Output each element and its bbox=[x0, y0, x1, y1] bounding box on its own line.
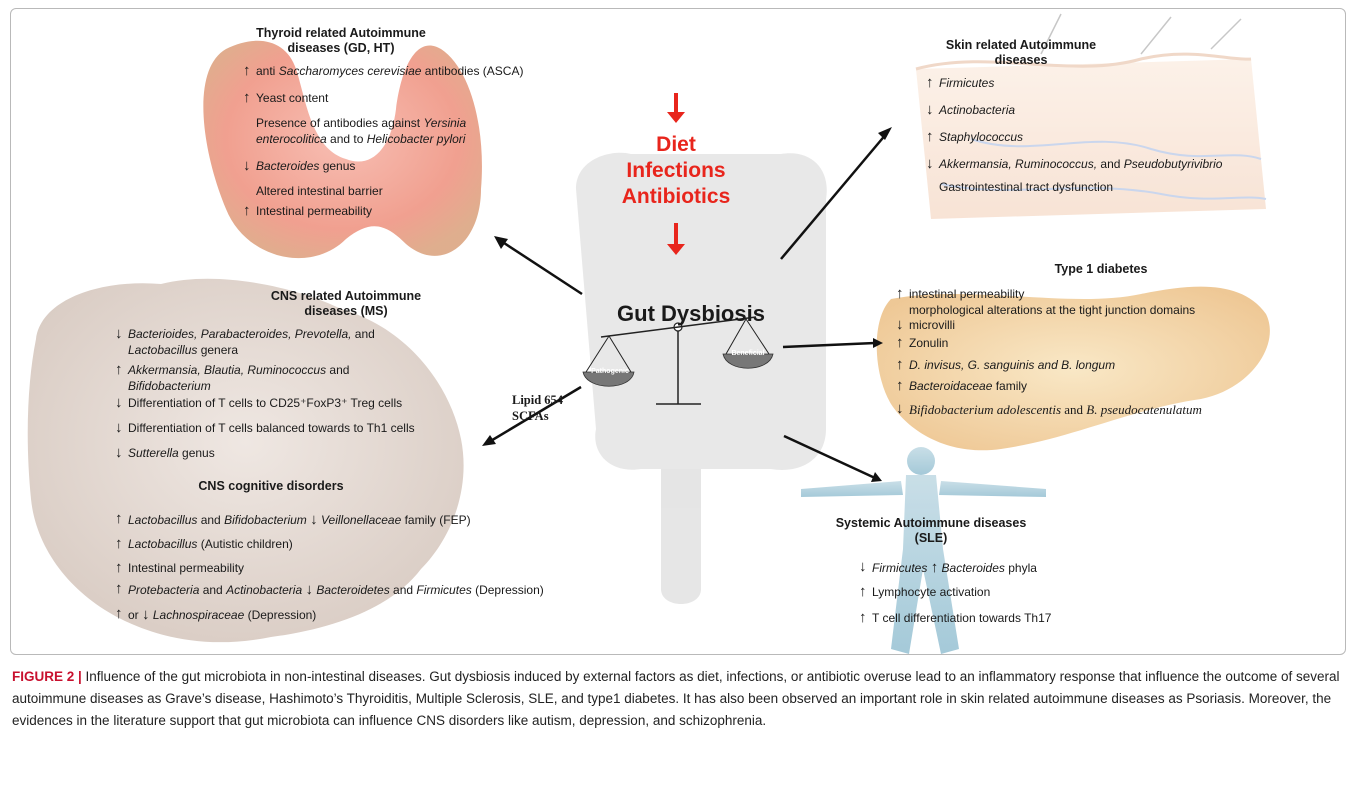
list-item: ↑Lactobacillus and Bifidobacterium ↓ Vei… bbox=[115, 512, 544, 528]
factor-antibiotics: Antibiotics bbox=[596, 184, 756, 209]
list-item: ↓Bifidobacterium adolescentis and B. pse… bbox=[896, 402, 1202, 417]
list-item: morphological alterations at the tight j… bbox=[896, 303, 1202, 318]
sle-title-line-2: (SLE) bbox=[831, 531, 1031, 546]
list-item: ↑Bacteroidaceae family bbox=[896, 379, 1202, 394]
list-item: ↓Sutterella genus bbox=[115, 446, 415, 461]
skin-title: Skin related Autoimmune diseases bbox=[931, 38, 1111, 68]
list-item: ↓Bacterioides, Parabacteroides, Prevotel… bbox=[115, 327, 415, 342]
list-item: ↑intestinal permeability bbox=[896, 287, 1202, 302]
factor-diet: Diet bbox=[596, 132, 756, 157]
list-item: ↓Akkermansia, Ruminococcus, and Pseudobu… bbox=[926, 157, 1222, 172]
list-item: ↑Staphylococcus bbox=[926, 130, 1222, 145]
list-item: ↓Differentiation of T cells balanced tow… bbox=[115, 421, 415, 436]
t1d-list: ↑intestinal permeability morphological a… bbox=[896, 287, 1202, 417]
cns-title-line-2: diseases (MS) bbox=[251, 304, 441, 319]
skin-list: ↑Firmicutes ↓Actinobacteria ↑Staphylococ… bbox=[926, 76, 1222, 195]
list-item: ↑T cell differentiation towards Th17 bbox=[859, 611, 1051, 626]
list-item: ↓Firmicutes ↑ Bacteroides phyla bbox=[859, 560, 1051, 576]
list-item: ↓Actinobacteria bbox=[926, 103, 1222, 118]
list-item: ↑Akkermansia, Blautia, Ruminococcus and bbox=[115, 363, 415, 378]
scale-beneficial-label: Beneficial bbox=[723, 350, 773, 357]
list-item: ↑Intestinal permeability bbox=[115, 561, 544, 576]
list-item: ↑D. invisus, G. sanguinis and B. longum bbox=[896, 358, 1202, 373]
figure-panel: Diet Infections Antibiotics Gut Dysbiosi… bbox=[10, 8, 1346, 655]
list-item: Presence of antibodies against Yersinia bbox=[243, 116, 523, 131]
skin-title-line-1: Skin related Autoimmune bbox=[931, 38, 1111, 53]
thyroid-title-line-1: Thyroid related Autoimmune bbox=[231, 26, 451, 41]
lipid-label: Lipid 654 SCFAs bbox=[512, 392, 563, 424]
list-item: ↑Zonulin bbox=[896, 336, 1202, 351]
caption-text: Influence of the gut microbiota in non-i… bbox=[12, 669, 1340, 728]
list-item: ↑ or ↓ Lachnospiraceae (Depression) bbox=[115, 607, 544, 623]
list-item: Lactobacillus genera bbox=[115, 343, 415, 358]
cns-cognitive-list: ↑Lactobacillus and Bifidobacterium ↓ Vei… bbox=[115, 512, 544, 623]
thyroid-title: Thyroid related Autoimmune diseases (GD,… bbox=[231, 26, 451, 56]
list-item: ↑Lactobacillus (Autistic children) bbox=[115, 537, 544, 552]
cns-list: ↓Bacterioides, Parabacteroides, Prevotel… bbox=[115, 327, 415, 461]
skin-title-line-2: diseases bbox=[931, 53, 1111, 68]
list-item: ↓microvilli bbox=[896, 318, 1202, 333]
gut-dysbiosis-title: Gut Dysbiosis bbox=[601, 301, 781, 327]
list-item: Bifidobacterium bbox=[115, 379, 415, 394]
sle-title: Systemic Autoimmune diseases (SLE) bbox=[831, 516, 1031, 546]
list-item: ↑Intestinal permeability bbox=[243, 204, 523, 219]
list-item: ↓Bacteroides genus bbox=[243, 159, 523, 174]
list-item: ↑Yeast content bbox=[243, 91, 523, 106]
list-item: ↓Differentiation of T cells to CD25⁺FoxP… bbox=[115, 396, 415, 411]
caption-label: FIGURE 2 | bbox=[12, 669, 82, 684]
figure-caption: FIGURE 2 | Influence of the gut microbio… bbox=[12, 666, 1346, 732]
list-item: ↑Lymphocyte activation bbox=[859, 585, 1051, 600]
list-item: enterocolitica and to Helicobacter pylor… bbox=[243, 132, 523, 147]
list-item: ↑Protebacteria and Actinobacteria ↓ Bact… bbox=[115, 582, 544, 598]
factor-infections: Infections bbox=[596, 158, 756, 183]
list-item: ↑Firmicutes bbox=[926, 76, 1222, 91]
thyroid-title-line-2: diseases (GD, HT) bbox=[231, 41, 451, 56]
sle-title-line-1: Systemic Autoimmune diseases bbox=[831, 516, 1031, 531]
thyroid-list: ↑anti Saccharomyces cerevisiae antibodie… bbox=[243, 64, 523, 219]
list-item: Altered intestinal barrier bbox=[243, 184, 523, 199]
cns-title: CNS related Autoimmune diseases (MS) bbox=[251, 289, 441, 319]
sle-list: ↓Firmicutes ↑ Bacteroides phyla ↑Lymphoc… bbox=[859, 560, 1051, 626]
list-item: Gastrointestinal tract dysfunction bbox=[926, 180, 1222, 195]
cns-title-line-1: CNS related Autoimmune bbox=[251, 289, 441, 304]
cns-cognitive-title: CNS cognitive disorders bbox=[171, 479, 371, 494]
t1d-title: Type 1 diabetes bbox=[1011, 262, 1191, 277]
lipid-line-1: Lipid 654 bbox=[512, 392, 563, 408]
list-item: ↑anti Saccharomyces cerevisiae antibodie… bbox=[243, 64, 523, 79]
lipid-line-2: SCFAs bbox=[512, 408, 563, 424]
scale-pathogenic-label: Pathogenic bbox=[586, 368, 634, 375]
